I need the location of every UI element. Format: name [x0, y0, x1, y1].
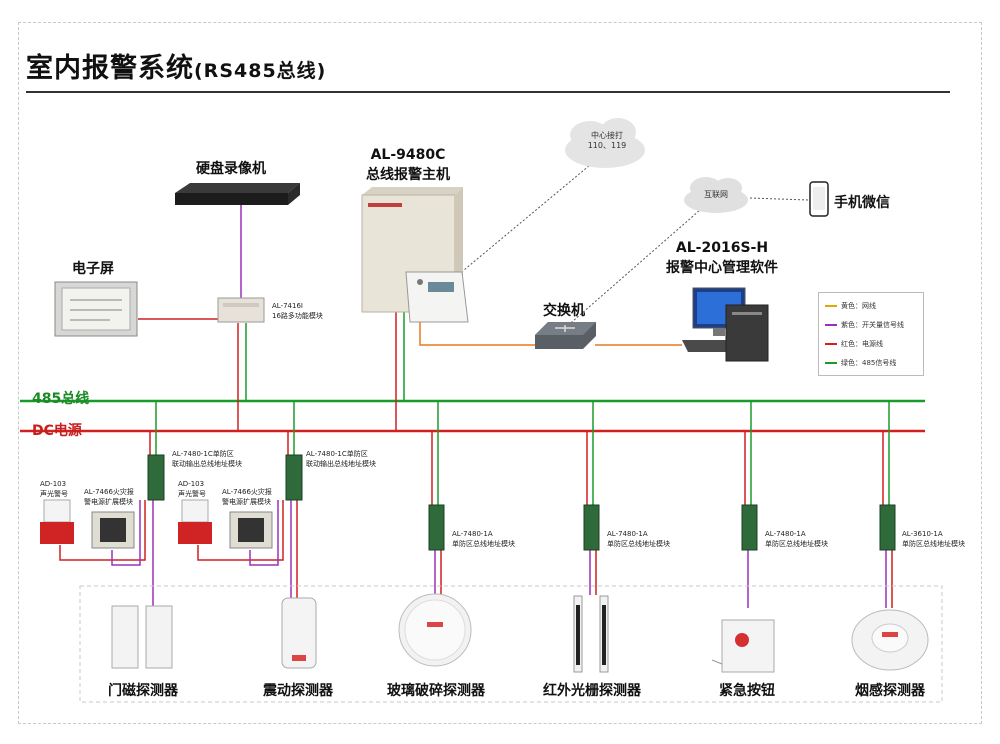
panel-center-link — [439, 164, 591, 291]
mobile-device — [809, 181, 829, 217]
module-1-model: AL-7480-1C单防区 — [172, 450, 234, 458]
siren-relay-wires — [59, 500, 284, 566]
dvr-device — [175, 183, 300, 205]
module-3-desc: 单防区总线地址模块 — [452, 540, 515, 548]
glass-break-icon — [398, 593, 472, 667]
internet-mobile-link — [749, 197, 809, 201]
bus-modules — [147, 454, 896, 551]
relay-1-model: AL-7466火灾报 — [84, 488, 134, 496]
relay-2-desc: 警电源扩展模块 — [222, 498, 271, 506]
page-title: 室内报警系统(RS485总线) — [26, 46, 326, 85]
sirens — [40, 499, 212, 544]
relay-1-desc: 警电源扩展模块 — [84, 498, 133, 506]
emergency-button-icon — [711, 619, 775, 673]
legend-item-485: 绿色：485信号线 — [825, 358, 896, 368]
rs485-bus-label: 485总线 — [32, 391, 90, 407]
panel-model-label: AL-9480C — [370, 147, 446, 163]
cloud-center — [565, 118, 645, 168]
legend-item-network: 黄色：网线 — [825, 301, 876, 311]
module-2-desc: 联动输出总线地址模块 — [306, 460, 376, 468]
detector-glass-break-label: 玻璃破碎探测器 — [387, 683, 485, 699]
cloud-center-line2: 110、119 — [587, 141, 627, 150]
door-contact-icon — [111, 605, 173, 669]
vibration-detector-icon — [281, 597, 317, 669]
module-5-desc: 单防区总线地址模块 — [765, 540, 828, 548]
detector-ir-beam-label: 红外光栅探测器 — [543, 683, 641, 699]
siren-2-model: AD-103 — [178, 480, 205, 488]
siren-1-desc: 声光警号 — [40, 490, 68, 498]
dc-bus-label: DC电源 — [32, 423, 82, 439]
module-3-model: AL-7480-1A — [452, 530, 493, 538]
cloud-internet — [684, 177, 748, 213]
wire-legend: 黄色：网线 紫色：开关量信号线 红色：电源线 绿色：485信号线 — [818, 292, 924, 376]
module-6-model: AL-3610-1A — [902, 530, 943, 538]
detector-wires — [152, 500, 893, 608]
module-6-desc: 单防区总线地址模块 — [902, 540, 965, 548]
alarm-panel-device — [361, 187, 469, 323]
relay-modules — [91, 511, 273, 549]
module-7416i-device — [217, 297, 265, 323]
dvr-label: 硬盘录像机 — [196, 161, 266, 177]
relay-2-model: AL-7466火灾报 — [222, 488, 272, 496]
switch-internet-link — [564, 209, 701, 329]
siren-2-desc: 声光警号 — [178, 490, 206, 498]
module-7416i-model: AL-7416I — [272, 302, 303, 310]
legend-item-power: 红色：电源线 — [825, 339, 883, 349]
module-2-model: AL-7480-1C单防区 — [306, 450, 368, 458]
module-1-desc: 联动输出总线地址模块 — [172, 460, 242, 468]
screen-device — [54, 281, 138, 337]
cloud-internet-text: 互联网 — [704, 190, 728, 199]
detector-door-contact-label: 门磁探测器 — [108, 683, 178, 699]
software-model-label: AL-2016S-H — [675, 240, 769, 256]
mobile-label: 手机微信 — [834, 195, 890, 211]
panel-switch-network — [419, 318, 535, 346]
panel-name-label: 总线报警主机 — [366, 167, 450, 183]
ir-beam-icon — [573, 595, 609, 673]
title-sub: (RS485总线) — [194, 60, 327, 82]
switch-label: 交换机 — [543, 303, 585, 319]
switch-device — [535, 322, 596, 349]
software-name-label: 报警中心管理软件 — [666, 260, 778, 276]
module-7416i-desc: 16路多功能模块 — [272, 312, 323, 320]
cloud-center-line1: 中心接打 — [591, 131, 623, 140]
legend-item-signal: 紫色：开关量信号线 — [825, 320, 904, 330]
module-4-model: AL-7480-1A — [607, 530, 648, 538]
pc-device — [682, 287, 769, 362]
detector-smoke-label: 烟感探测器 — [855, 683, 925, 699]
siren-1-model: AD-103 — [40, 480, 67, 488]
module-4-desc: 单防区总线地址模块 — [607, 540, 670, 548]
cloud-center-text: 中心接打 110、119 — [585, 131, 629, 151]
detector-vibration-label: 震动探测器 — [263, 683, 333, 699]
screen-label: 电子屏 — [72, 261, 114, 277]
title-main: 室内报警系统 — [26, 53, 194, 84]
outer-frame — [18, 22, 982, 724]
module-5-model: AL-7480-1A — [765, 530, 806, 538]
smoke-detector-icon — [851, 609, 929, 671]
detector-area-frame — [79, 585, 943, 703]
detector-emergency-button-label: 紧急按钮 — [719, 683, 775, 699]
title-rule — [26, 91, 950, 93]
module-drop-wires — [149, 401, 890, 505]
